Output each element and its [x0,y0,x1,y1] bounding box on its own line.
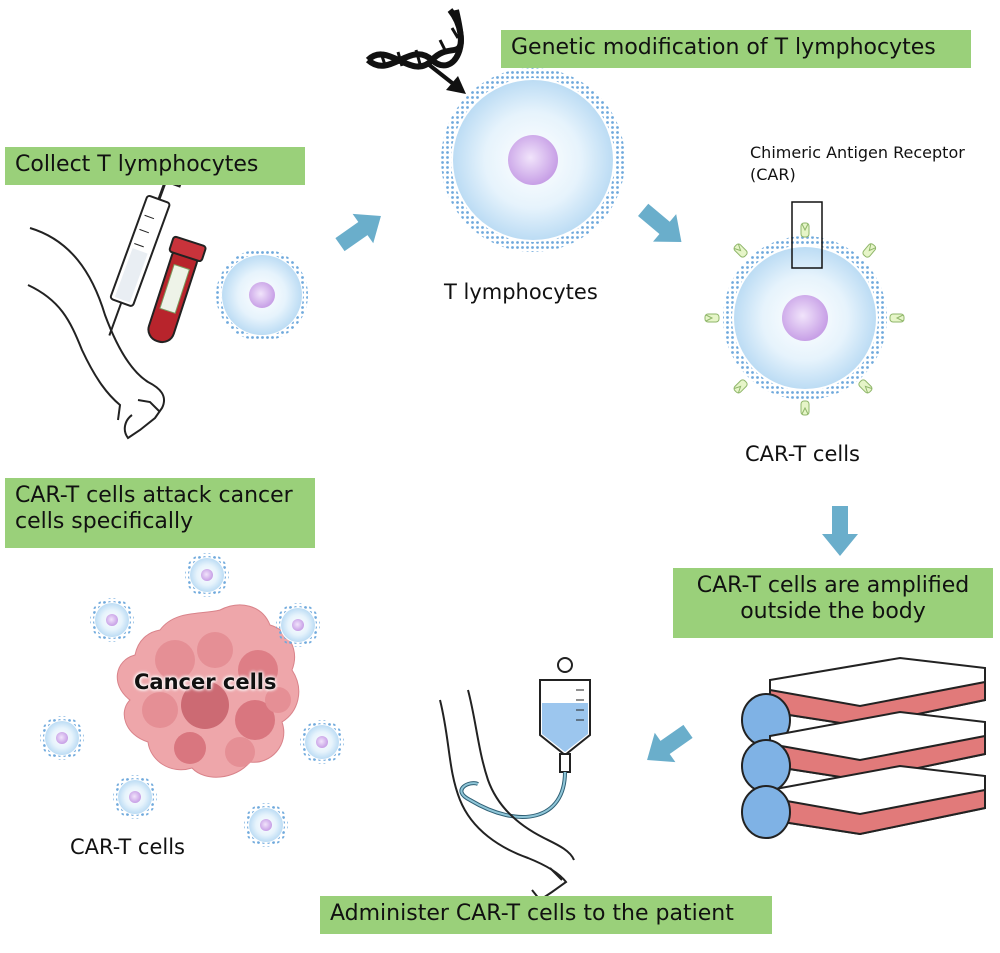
step-amplify-label: CAR-T cells are amplified outside the bo… [673,568,993,638]
dna-icon [365,8,466,94]
car-receptor-label: Chimeric Antigen Receptor (CAR) [750,142,965,186]
arm-collect-illustration [27,227,166,440]
car-t-cell-large [704,201,905,416]
flask-3 [741,764,986,839]
t-cell-large [441,68,625,252]
arm-patient-illustration [439,689,575,902]
arrow-to-amplify [822,506,858,556]
car-receptor-line1: Chimeric Antigen Receptor [750,143,965,162]
step-collect-label: Collect T lymphocytes [5,147,305,185]
step-attack-label: CAR-T cells attack cancer cells specific… [5,478,315,548]
arrow-to-genetic [335,213,381,252]
flow-arrows [335,203,858,763]
t-lymphocytes-label: T lymphocytes [444,280,598,304]
arrow-to-car-t [638,203,682,242]
culture-flasks [741,656,986,839]
step-administer-label: Administer CAR-T cells to the patient [320,896,772,934]
t-cell-small [216,249,308,341]
cancer-cluster [116,604,300,778]
car-highlight-box [791,201,823,269]
car-receptor-line2: (CAR) [750,165,796,184]
car-t-cells-small [40,553,344,847]
arrow-to-administer [647,724,693,763]
car-t-cells-label: CAR-T cells [745,442,860,466]
cancer-cells-label: Cancer cells [134,670,277,694]
flask-1 [741,656,986,747]
iv-drip-illustration [459,657,591,819]
blood-tube-icon [147,235,207,344]
car-t-cells-bottom-label: CAR-T cells [70,835,185,859]
step-genetic-label: Genetic modification of T lymphocytes [501,30,971,68]
